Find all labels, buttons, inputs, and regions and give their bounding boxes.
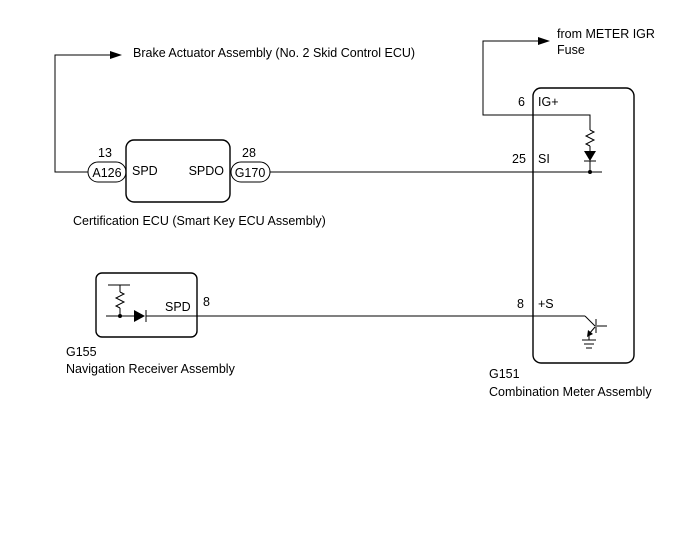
nav-receiver-box	[95, 272, 198, 338]
fuse-wire	[482, 37, 550, 116]
nav-receiver-label: Navigation Receiver Assembly	[66, 362, 236, 376]
brake-actuator-wire	[54, 51, 122, 173]
meter-si-pin-label: SI	[538, 152, 550, 166]
combination-meter-box	[532, 87, 635, 364]
fuse-label-line2: Fuse	[557, 43, 585, 57]
cert-ecu-right-pin-number: 28	[242, 146, 256, 160]
resistor-diode-symbol	[106, 284, 147, 322]
cert-ecu-left-pin-number: 13	[98, 146, 112, 160]
meter-code: G151	[489, 367, 520, 381]
cert-ecu-label: Certification ECU (Smart Key ECU Assembl…	[73, 214, 326, 228]
nav-pin-number: 8	[203, 295, 210, 309]
meter-si-pin-number: 25	[512, 152, 526, 166]
nav-receiver-code: G155	[66, 345, 97, 359]
nav-pin-label: SPD	[165, 300, 191, 314]
brake-actuator-label: Brake Actuator Assembly (No. 2 Skid Cont…	[133, 46, 415, 60]
meter-transistor-symbol	[582, 315, 607, 349]
meter-ig-pin-number: 6	[518, 95, 525, 109]
meter-s-pin-label: +S	[538, 297, 554, 311]
cert-ecu-right-pin-label: SPDO	[189, 164, 225, 178]
cert-ecu-left-pin-label: SPD	[132, 164, 158, 178]
meter-label: Combination Meter Assembly	[489, 385, 652, 399]
meter-pullup-symbol	[535, 114, 596, 174]
meter-ig-pin-label: IG+	[538, 95, 559, 109]
connector-a126	[87, 161, 127, 183]
meter-s-pin-number: 8	[517, 297, 524, 311]
connector-a126-label: A126	[92, 166, 121, 180]
fuse-label-line1: from METER IGR	[557, 27, 655, 41]
connector-g170-label: G170	[235, 166, 266, 180]
